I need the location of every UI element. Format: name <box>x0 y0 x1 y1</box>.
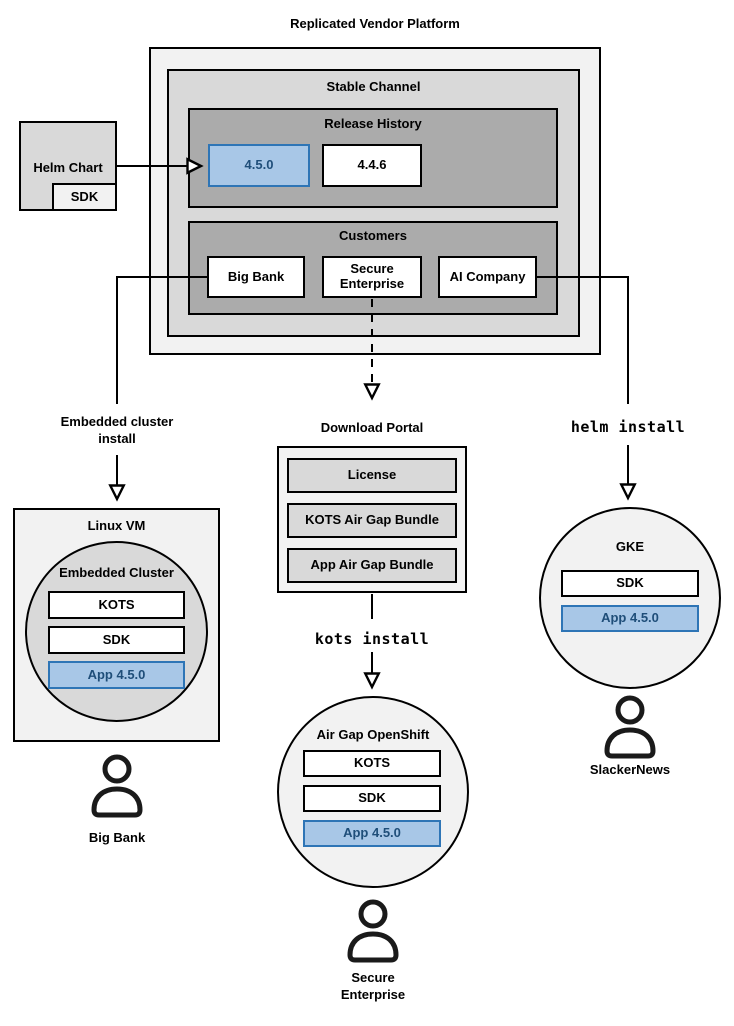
customer-ai-company: AI Company <box>438 256 537 298</box>
big-bank-user-label: Big Bank <box>88 830 146 845</box>
gke-app-box: App 4.5.0 <box>561 605 699 632</box>
customer-big-bank: Big Bank <box>207 256 305 298</box>
stable-channel-label: Stable Channel <box>326 79 421 94</box>
linux-vm-label: Linux VM <box>87 518 146 533</box>
slackernews-user-icon <box>604 695 656 759</box>
airgap-app-box: App 4.5.0 <box>303 820 441 847</box>
gke-circle <box>539 507 721 689</box>
portal-kots-bundle-box: KOTS Air Gap Bundle <box>287 503 457 538</box>
diagram-title: Replicated Vendor Platform <box>290 16 460 31</box>
secure-enterprise-user-label: Secure Enterprise <box>340 970 406 1002</box>
helm-chart-sdk-box: SDK <box>52 183 117 211</box>
embedded-kots-box: KOTS <box>48 591 185 619</box>
embedded-sdk-box: SDK <box>48 626 185 654</box>
big-bank-user-icon <box>91 754 143 818</box>
release-4-5-0: 4.5.0 <box>208 144 310 187</box>
gke-label: GKE <box>615 539 645 554</box>
airgap-sdk-box: SDK <box>303 785 441 812</box>
portal-app-bundle-box: App Air Gap Bundle <box>287 548 457 583</box>
helm-chart-label: Helm Chart <box>33 160 103 175</box>
gke-sdk-box: SDK <box>561 570 699 597</box>
secure-enterprise-user-icon <box>347 899 399 963</box>
airgap-kots-box: KOTS <box>303 750 441 777</box>
kots-install-label: kots install <box>314 630 430 648</box>
helm-install-label: helm install <box>570 418 686 436</box>
release-4-4-6: 4.4.6 <box>322 144 422 187</box>
portal-license-box: License <box>287 458 457 493</box>
download-portal-label: Download Portal <box>320 420 424 435</box>
embedded-install-label: Embedded cluster install <box>60 414 174 446</box>
customers-label: Customers <box>339 228 407 243</box>
slackernews-user-label: SlackerNews <box>589 762 671 777</box>
airgap-openshift-label: Air Gap OpenShift <box>316 727 430 742</box>
embedded-app-box: App 4.5.0 <box>48 661 185 689</box>
embedded-cluster-label: Embedded Cluster <box>59 565 174 580</box>
customer-secure-enterprise: Secure Enterprise <box>322 256 422 298</box>
release-history-label: Release History <box>324 116 422 131</box>
